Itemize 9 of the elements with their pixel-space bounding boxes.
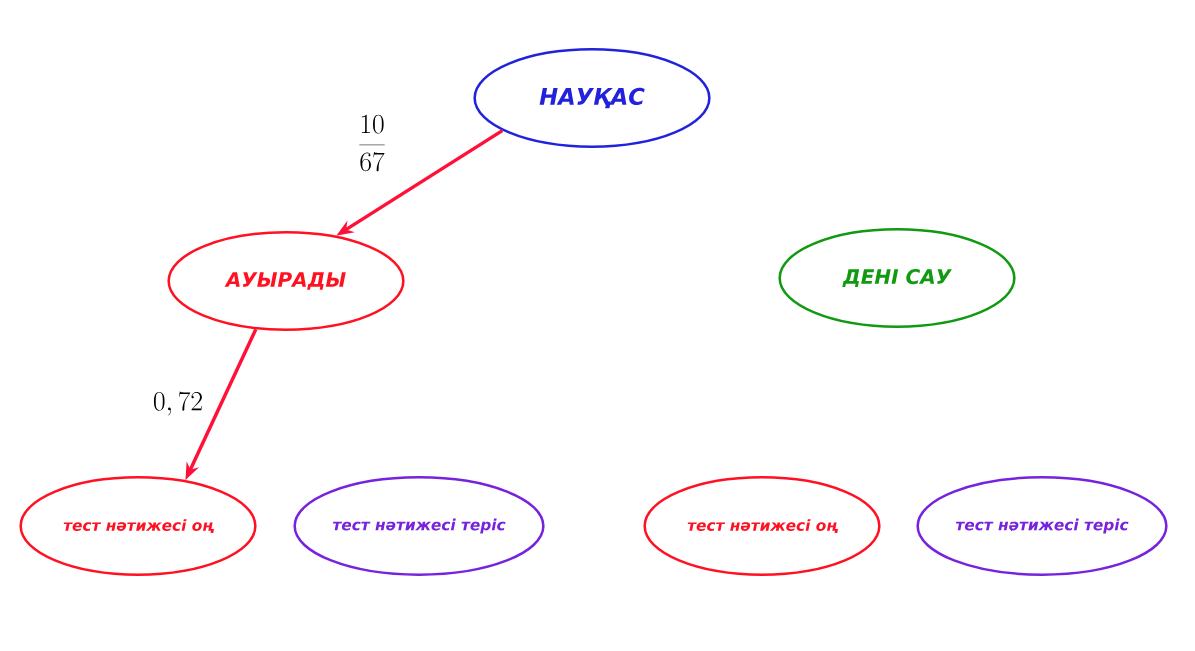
ellipse-node: АУЫРАДЫ: [167, 231, 405, 331]
ellipse-node: НАУҚАС: [473, 48, 711, 148]
ellipse-node: тест нәтижесі теріс: [916, 476, 1168, 576]
ellipse-node: тест нәтижесі теріс: [293, 476, 545, 576]
ellipse-node: ДЕНІ САУ: [778, 228, 1016, 328]
ellipse-node: тест нәтижесі оң: [643, 476, 881, 576]
edge-label: $0,72$: [153, 391, 202, 416]
ellipse-node: тест нәтижесі оң: [19, 476, 257, 576]
edge-label: $\frac{10}{67}$: [359, 114, 385, 172]
